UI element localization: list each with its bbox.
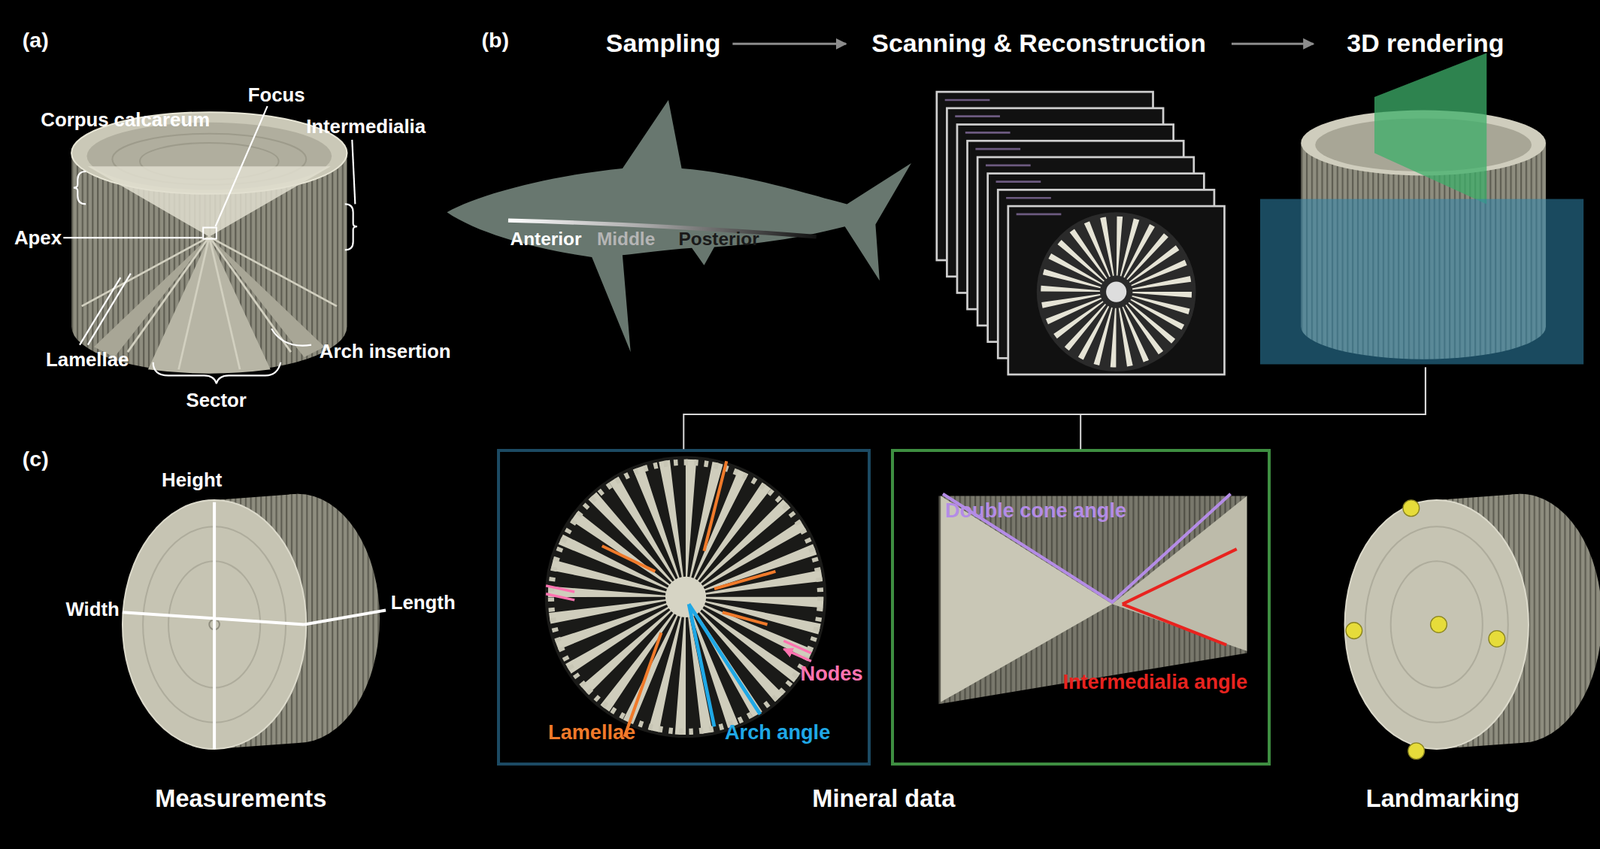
sector-brace — [153, 362, 282, 384]
landmark-dot — [1408, 742, 1425, 760]
section-background — [1036, 212, 1197, 372]
bracket-connector — [1080, 367, 1426, 450]
region-label: Middle — [596, 228, 655, 249]
vertebra-face — [1345, 500, 1529, 749]
dimension-label: Height — [161, 469, 222, 491]
intermedialia-leader — [351, 139, 355, 204]
sector-wedge — [93, 236, 210, 358]
step-heading: Scanning & Reconstruction — [848, 24, 1229, 64]
arch-angle-measure — [688, 603, 761, 727]
scan-stack — [936, 91, 1225, 375]
panel-caption: Landmarking — [1366, 785, 1520, 813]
double-cone-right — [1112, 495, 1247, 651]
intermedialia-brace — [345, 203, 358, 250]
node-text: Intermedialia angle — [1062, 670, 1248, 694]
double-cone-wedge — [87, 166, 331, 237]
growth-ring — [1365, 526, 1509, 723]
section-background — [545, 456, 828, 739]
flow-arrow — [1231, 42, 1314, 46]
landmark-dot — [1430, 616, 1448, 634]
landmark-dot — [1488, 630, 1506, 648]
double-cone-angle-line — [942, 493, 1231, 603]
apex-leader — [63, 236, 203, 239]
part-label: Sector — [186, 389, 247, 411]
region-label: Posterior — [678, 228, 760, 249]
part-label: Lamellae — [45, 348, 129, 370]
landmark-vertebra — [1345, 493, 1600, 749]
lamellae-measure — [602, 460, 776, 737]
section-spokes — [1070, 245, 1163, 338]
focus-leader — [215, 106, 267, 227]
node-text: Arch angle — [724, 721, 831, 745]
panel-caption: Measurements — [154, 785, 327, 813]
flow-arrow — [732, 42, 846, 46]
focus-marker — [203, 227, 217, 240]
node-pointers — [545, 585, 812, 661]
part-label: Focus — [248, 84, 306, 106]
sagittal-data-box: Double cone angleIntermedialia angle — [890, 448, 1271, 766]
panel-caption: Mineral data — [812, 785, 955, 813]
vertebra-illustration — [71, 112, 347, 373]
shark-silhouette — [446, 100, 911, 352]
region-label: Anterior — [510, 228, 582, 249]
scan-slice — [1008, 206, 1225, 375]
corpus-brace — [73, 171, 86, 204]
section-center — [665, 576, 707, 618]
panel-letter: (b) — [481, 29, 510, 53]
landmark-dot — [1345, 622, 1363, 640]
transverse-plane — [1260, 199, 1584, 365]
slice-mark — [945, 100, 1062, 215]
outer-nodes — [551, 462, 821, 732]
node-text: 3D rendering — [1346, 30, 1504, 58]
node-text: Double cone angle — [945, 499, 1127, 522]
node-text: Scanning & Reconstruction — [871, 30, 1207, 58]
sagittal-body — [939, 495, 1248, 704]
landmark-points — [1345, 500, 1506, 760]
panel-letter: (c) — [22, 447, 49, 471]
leader-lines — [63, 106, 358, 384]
node-text: Nodes — [800, 662, 864, 685]
growth-ring — [1390, 560, 1483, 688]
slice-marks — [945, 100, 1062, 215]
step-heading: Sampling — [596, 24, 730, 64]
dimension-label: Length — [390, 591, 456, 613]
arch-insertion-leader — [271, 328, 312, 346]
dimension-lines — [122, 502, 386, 749]
section-center — [1106, 281, 1127, 303]
landmark-dot — [1403, 500, 1420, 517]
bracket-connector — [683, 367, 1426, 450]
sagittal-plane — [1374, 53, 1487, 205]
intermedialia-angle-line — [1122, 548, 1237, 646]
lamellae-leader — [79, 273, 131, 346]
arch-sector — [148, 236, 271, 374]
lamellae-spokes — [609, 520, 763, 674]
part-label: Apex — [14, 227, 62, 249]
part-label: Intermedialia — [306, 115, 426, 137]
panel-letter: (a) — [22, 29, 49, 53]
node-text: Sampling — [606, 30, 722, 58]
node-text: Lamellae — [548, 721, 636, 745]
sector-wedge — [209, 236, 325, 358]
part-label: Arch insertion — [319, 340, 452, 362]
transverse-data-box: Lamellae NodesArch angle — [496, 448, 871, 766]
dimension-label: Width — [65, 598, 119, 620]
step-heading: 3D rendering — [1316, 24, 1535, 368]
part-label: Corpus calcareum — [40, 109, 210, 131]
